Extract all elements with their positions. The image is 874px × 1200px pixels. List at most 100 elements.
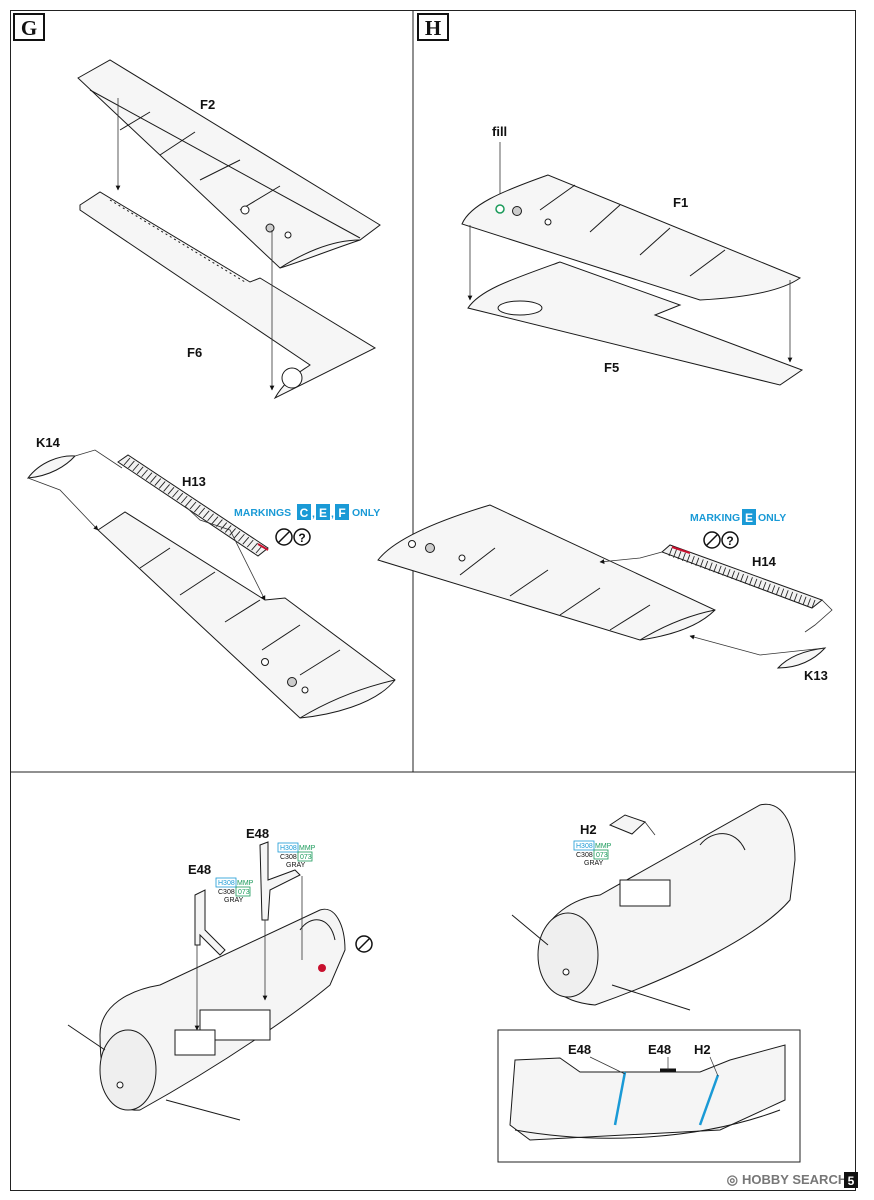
hatch-line bbox=[224, 525, 232, 533]
markings-note-h: MARKING E ONLY bbox=[690, 509, 786, 525]
frame-part-e48-right bbox=[259, 841, 301, 921]
paint-callout-right: H308 MMP C308 073 GRAY bbox=[277, 842, 316, 869]
hatch-line bbox=[668, 547, 673, 557]
hatch-line bbox=[136, 466, 144, 475]
label-h13: H13 bbox=[182, 474, 206, 489]
paint-code-right: 073 bbox=[300, 854, 312, 861]
label-f2: F2 bbox=[200, 97, 215, 112]
marking-letter-e: E bbox=[319, 506, 327, 520]
hatch-line bbox=[811, 599, 816, 609]
markings-suffix-h: ONLY bbox=[758, 512, 786, 524]
page-number: 5 bbox=[848, 1174, 855, 1188]
paint-mmp-left: MMP bbox=[237, 880, 254, 887]
paint-callout-h2: H308 MMP C308 073 GRAY bbox=[573, 840, 612, 867]
hatch-line bbox=[242, 536, 250, 545]
step-badge-g: G bbox=[13, 13, 45, 41]
hatch-line bbox=[690, 555, 695, 565]
hatch-line bbox=[141, 469, 148, 478]
hatch-line bbox=[202, 510, 210, 519]
question-icon-g: ? bbox=[293, 528, 311, 546]
label-inset-h2: H2 bbox=[694, 1042, 711, 1057]
hatch-line bbox=[807, 598, 811, 607]
guide-lines-g-bottom bbox=[27, 449, 266, 601]
hatch-line bbox=[158, 481, 166, 489]
hatch-line bbox=[154, 478, 162, 486]
label-fill: fill bbox=[492, 124, 507, 139]
wing-part-f5 bbox=[467, 261, 804, 386]
hatch-line bbox=[189, 501, 197, 510]
hatch-line bbox=[238, 533, 245, 542]
watermark-text: HOBBY SEARCH bbox=[742, 1172, 847, 1187]
label-inset-e48-a: E48 bbox=[568, 1042, 591, 1057]
guide-lines-cockpit bbox=[194, 876, 303, 1031]
guide-lines-h-top bbox=[467, 225, 793, 363]
markings-note-g: MARKINGS C , E , F ONLY bbox=[234, 504, 380, 520]
marking-letter-c: C bbox=[300, 506, 309, 520]
wing-part-f1 bbox=[461, 174, 802, 301]
hatch-line bbox=[211, 516, 219, 524]
hatch-line bbox=[150, 475, 157, 483]
guide-lines-g-top bbox=[115, 98, 275, 391]
label-f1: F1 bbox=[673, 195, 688, 210]
hatch-line bbox=[686, 554, 691, 563]
marking-separator-1: , bbox=[312, 508, 315, 520]
guide-lines-h-bottom bbox=[599, 551, 833, 656]
frame-part-e48-left bbox=[194, 889, 226, 956]
hatch-line bbox=[123, 457, 131, 466]
bracket-part-h2 bbox=[608, 814, 646, 835]
marking-box-e-h bbox=[742, 509, 756, 525]
label-k14: K14 bbox=[36, 435, 61, 450]
hatch-line bbox=[740, 573, 744, 583]
hatch-line bbox=[145, 472, 153, 480]
label-inset-e48-b: E48 bbox=[648, 1042, 671, 1057]
paint-name-h2: GRAY bbox=[584, 860, 604, 867]
hatch-line bbox=[713, 564, 718, 573]
paint-name-left: GRAY bbox=[224, 897, 244, 904]
hatch-line bbox=[780, 588, 785, 597]
paint-callout-left: H308 MMP C308 073 GRAY bbox=[215, 877, 254, 904]
hatch-line bbox=[677, 551, 682, 560]
markings-prefix-g: MARKINGS bbox=[234, 507, 291, 519]
fuselage-right bbox=[511, 803, 796, 1011]
step-letter-h: H bbox=[425, 16, 441, 40]
hatch-line bbox=[194, 504, 201, 513]
hatch-line bbox=[233, 531, 241, 539]
question-icon-h: ? bbox=[721, 531, 739, 549]
hatch-line bbox=[749, 577, 753, 586]
hatch-line bbox=[722, 567, 727, 576]
hatch-line bbox=[220, 522, 228, 530]
hatch-line bbox=[766, 583, 771, 592]
hatch-line bbox=[708, 562, 713, 571]
optional-part-icon-g bbox=[275, 528, 293, 546]
paint-h-h2: H308 bbox=[576, 843, 593, 850]
paint-mmp-right: MMP bbox=[299, 845, 316, 852]
page-number-badge: 5 bbox=[844, 1172, 858, 1188]
optional-part-icon-cockpit bbox=[355, 935, 373, 953]
hatch-line bbox=[802, 596, 807, 605]
hatch-line bbox=[255, 545, 263, 554]
page-frame bbox=[10, 10, 856, 1191]
marking-letter-e-h: E bbox=[745, 511, 753, 525]
paint-c-left: C308 bbox=[218, 889, 235, 896]
wing-assembly-h bbox=[377, 504, 716, 641]
hatch-line bbox=[673, 549, 677, 558]
hatch-line bbox=[681, 552, 686, 562]
wing-part-f6 bbox=[79, 191, 377, 400]
hatch-line bbox=[163, 484, 170, 492]
optional-part-icon-h bbox=[703, 531, 721, 549]
label-f6: F6 bbox=[187, 345, 202, 360]
paint-c-h2: C308 bbox=[576, 852, 593, 859]
hatch-line bbox=[704, 560, 709, 570]
paint-h-left: H308 bbox=[218, 880, 235, 887]
hobby-search-icon: ◎ bbox=[727, 1172, 738, 1187]
paint-h-right: H308 bbox=[280, 845, 297, 852]
hatch-line bbox=[771, 585, 776, 594]
hatch-line bbox=[167, 487, 175, 495]
inset-detail bbox=[497, 1029, 801, 1163]
hatch-line bbox=[172, 489, 179, 498]
wing-assembly-g bbox=[97, 511, 396, 719]
marking-box-e bbox=[316, 504, 330, 520]
paint-mmp-h2: MMP bbox=[595, 843, 612, 850]
footer-watermark: ◎ HOBBY SEARCH bbox=[727, 1172, 848, 1187]
